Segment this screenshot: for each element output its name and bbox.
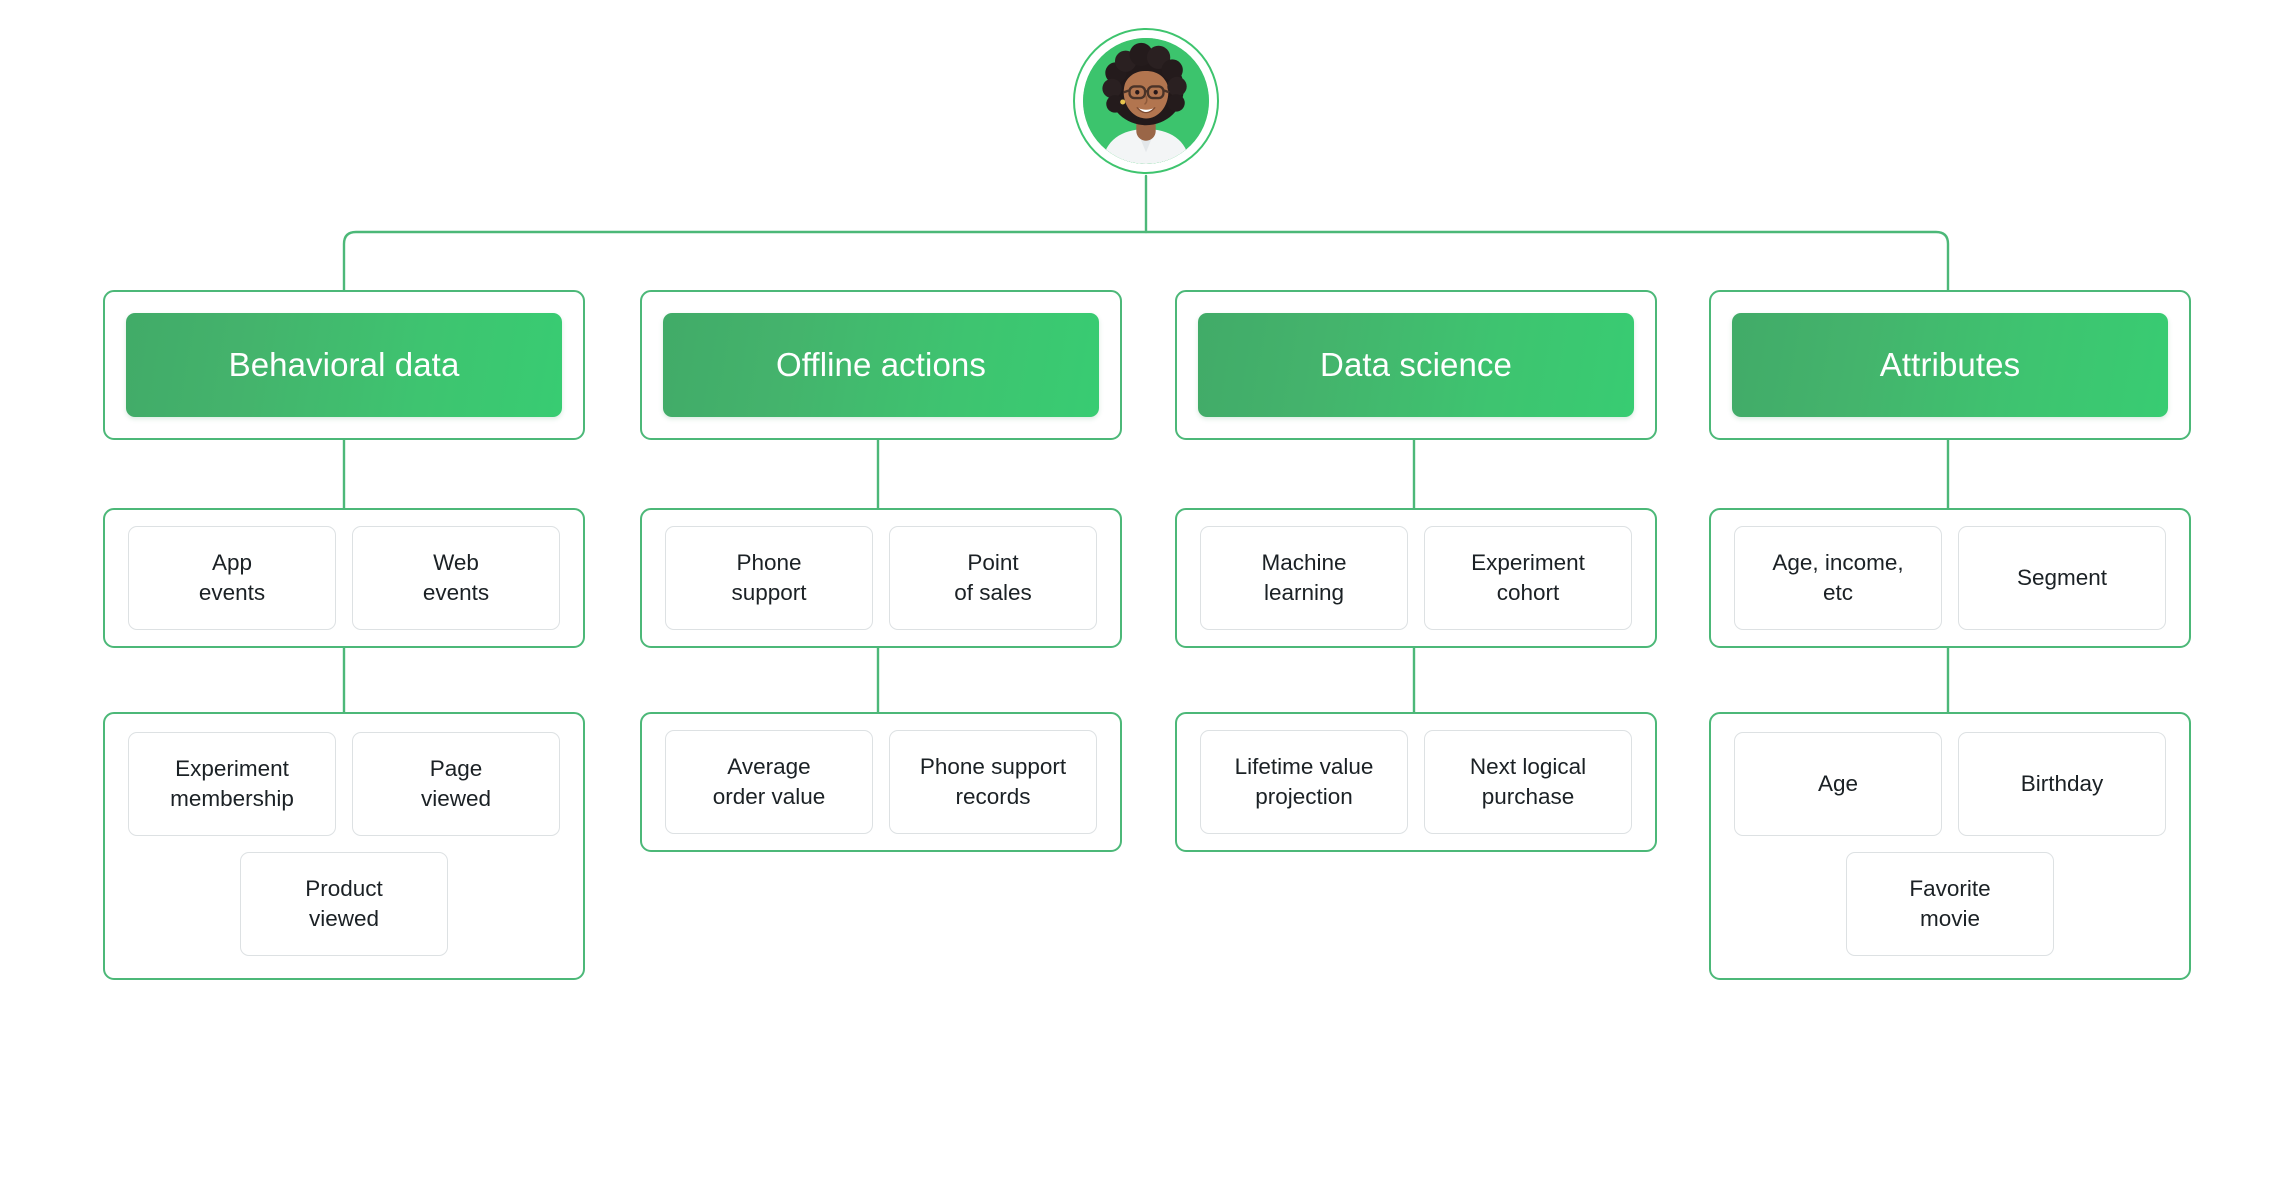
customer-avatar [1073, 28, 1219, 174]
card-behavioral-sources[interactable]: App events Web events [103, 508, 585, 648]
chip-age[interactable]: Age [1734, 732, 1942, 836]
chip-point-of-sales[interactable]: Point of sales [889, 526, 1097, 630]
card-offline-events[interactable]: Average order value Phone support record… [640, 712, 1122, 852]
card-behavioral-events[interactable]: Experiment membership Page viewed Produc… [103, 712, 585, 980]
column-header-label: Behavioral data [228, 346, 460, 384]
column-header-label: Offline actions [775, 346, 986, 384]
user-photo-avatar-icon [1083, 38, 1209, 164]
chip-phone-support[interactable]: Phone support [665, 526, 873, 630]
chip-product-viewed[interactable]: Product viewed [240, 852, 448, 956]
chip-favorite-movie[interactable]: Favorite movie [1846, 852, 2054, 956]
card-header-behavioral-data[interactable]: Behavioral data [103, 290, 585, 440]
header-pill: Data science [1198, 313, 1634, 417]
header-pill: Attributes [1732, 313, 2168, 417]
chip-group: Lifetime value projection Next logical p… [1195, 730, 1637, 834]
chip-group: Machine learning Experiment cohort [1195, 526, 1637, 630]
card-header-offline-actions[interactable]: Offline actions [640, 290, 1122, 440]
column-header-label: Attributes [1879, 346, 2021, 384]
chip-group: Phone support Point of sales [660, 526, 1102, 630]
card-attr-sources[interactable]: Age, income, etc Segment [1709, 508, 2191, 648]
header-pill: Behavioral data [126, 313, 562, 417]
card-header-attributes[interactable]: Attributes [1709, 290, 2191, 440]
chip-page-viewed[interactable]: Page viewed [352, 732, 560, 836]
card-ds-sources[interactable]: Machine learning Experiment cohort [1175, 508, 1657, 648]
chip-lifetime-value-projection[interactable]: Lifetime value projection [1200, 730, 1408, 834]
avatar-photo [1083, 38, 1209, 164]
card-offline-sources[interactable]: Phone support Point of sales [640, 508, 1122, 648]
chip-group: Age Birthday Favorite movie [1729, 732, 2171, 956]
card-ds-outputs[interactable]: Lifetime value projection Next logical p… [1175, 712, 1657, 852]
chip-age-income-etc[interactable]: Age, income, etc [1734, 526, 1942, 630]
chip-experiment-cohort[interactable]: Experiment cohort [1424, 526, 1632, 630]
chip-birthday[interactable]: Birthday [1958, 732, 2166, 836]
chip-group: App events Web events [123, 526, 565, 630]
chip-segment[interactable]: Segment [1958, 526, 2166, 630]
card-attr-fields[interactable]: Age Birthday Favorite movie [1709, 712, 2191, 980]
chip-experiment-membership[interactable]: Experiment membership [128, 732, 336, 836]
chip-web-events[interactable]: Web events [352, 526, 560, 630]
card-header-data-science[interactable]: Data science [1175, 290, 1657, 440]
header-pill: Offline actions [663, 313, 1099, 417]
chip-next-logical-purchase[interactable]: Next logical purchase [1424, 730, 1632, 834]
column-header-label: Data science [1320, 346, 1512, 384]
connector-bus [342, 230, 1950, 292]
chip-average-order-value[interactable]: Average order value [665, 730, 873, 834]
chip-machine-learning[interactable]: Machine learning [1200, 526, 1408, 630]
chip-phone-support-records[interactable]: Phone support records [889, 730, 1097, 834]
chip-group: Average order value Phone support record… [660, 730, 1102, 834]
chip-group: Age, income, etc Segment [1729, 526, 2171, 630]
chip-app-events[interactable]: App events [128, 526, 336, 630]
chip-group: Experiment membership Page viewed Produc… [123, 732, 565, 956]
